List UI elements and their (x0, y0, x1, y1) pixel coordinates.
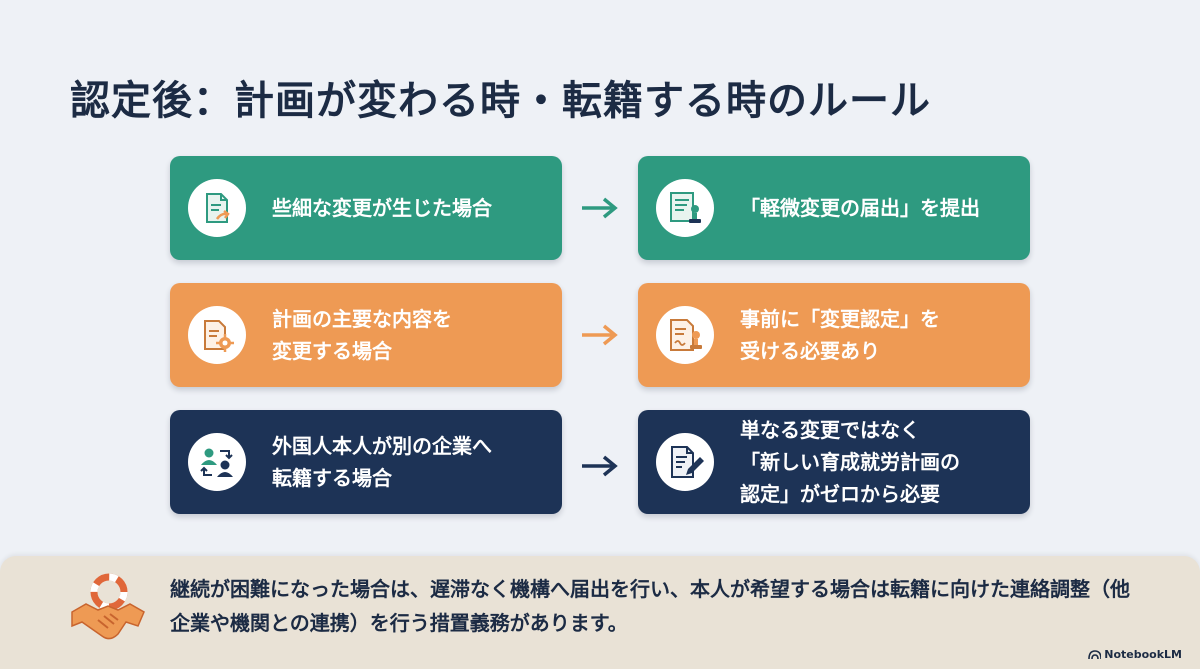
document-stamp-icon (656, 306, 714, 364)
row-3-action-text: 単なる変更ではなく 「新しい育成就労計画の 認定」がゼロから必要 (740, 418, 960, 506)
brand-name: NotebookLM (1104, 648, 1182, 661)
document-arrow-icon (188, 179, 246, 237)
people-transfer-icon (188, 433, 246, 491)
row-2-action-text: 事前に「変更認定」を 受ける必要あり (740, 307, 940, 363)
row-2-condition-card: 計画の主要な内容を 変更する場合 (170, 283, 562, 387)
row-3-condition-text: 外国人本人が別の企業へ 転籍する場合 (272, 434, 492, 490)
bottom-note-panel (0, 556, 1200, 669)
row-2-condition-text: 計画の主要な内容を 変更する場合 (272, 307, 452, 363)
page-title: 認定後：計画が変わる時・転籍する時のルール (70, 78, 931, 124)
row-1-action-text: 「軽微変更の届出」を提出 (740, 196, 980, 220)
handshake-lifebuoy-icon (71, 573, 145, 640)
bottom-note-text: 継続が困難になった場合は、遅滞なく機構へ届出を行い、本人が希望する場合は転籍に向… (170, 577, 1130, 635)
document-pen-icon (656, 433, 714, 491)
row-1-arrow-icon (582, 197, 618, 219)
row-2-action-card: 事前に「変更認定」を 受ける必要あり (638, 283, 1030, 387)
certificate-stamp-icon (656, 179, 714, 237)
row-1-condition-card: 些細な変更が生じた場合 (170, 156, 562, 260)
brand-badge: NotebookLM (1088, 648, 1182, 661)
row-1-action-card: 「軽微変更の届出」を提出 (638, 156, 1030, 260)
row-2-arrow-icon (582, 324, 618, 346)
row-3-condition-card: 外国人本人が別の企業へ 転籍する場合 (170, 410, 562, 514)
row-3-action-card: 単なる変更ではなく 「新しい育成就労計画の 認定」がゼロから必要 (638, 410, 1030, 514)
row-3-arrow-icon (582, 455, 618, 477)
document-gear-icon (188, 306, 246, 364)
row-1-condition-text: 些細な変更が生じた場合 (272, 196, 492, 220)
notebooklm-logo-icon (1088, 649, 1102, 659)
